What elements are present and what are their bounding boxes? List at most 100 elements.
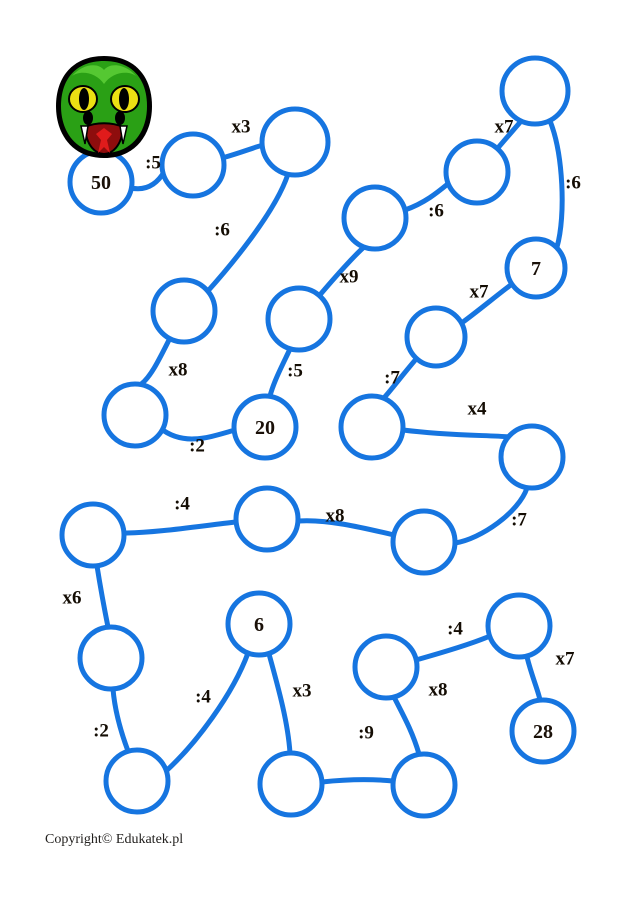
node-circle[interactable] — [499, 55, 571, 127]
chain-node-blank[interactable] — [499, 55, 571, 127]
chain-link — [413, 633, 493, 663]
chain-link — [128, 169, 167, 192]
operation-label: x7 — [495, 117, 515, 138]
node-circle[interactable] — [404, 305, 468, 369]
operation-label: :7 — [384, 368, 400, 389]
chain-link — [157, 425, 238, 442]
chain-node-blank[interactable] — [341, 184, 409, 252]
node-circle[interactable] — [352, 633, 420, 701]
node-value: 20 — [255, 417, 275, 439]
snake-fang-left — [80, 125, 89, 145]
node-circle[interactable] — [341, 184, 409, 252]
chain-node-blank[interactable] — [352, 633, 420, 701]
chain-link — [267, 346, 293, 399]
chain-link — [391, 694, 422, 757]
chain-node-filled[interactable]: 20 — [231, 393, 299, 461]
node-circle[interactable] — [233, 485, 301, 553]
node-circle[interactable] — [225, 590, 293, 658]
chain-node-filled[interactable]: 7 — [504, 236, 568, 300]
node-circle[interactable] — [498, 423, 566, 491]
chain-link — [94, 563, 111, 630]
chain-node-blank[interactable] — [404, 305, 468, 369]
node-value: 6 — [254, 614, 264, 636]
operation-label: :7 — [511, 510, 527, 531]
chain-node-blank[interactable] — [443, 138, 511, 206]
snake-head-icon — [52, 54, 156, 164]
operation-label: :4 — [195, 687, 211, 708]
chain-node-blank[interactable] — [498, 423, 566, 491]
operation-label: :9 — [358, 723, 374, 744]
chain-node-blank[interactable] — [338, 393, 406, 461]
chain-node-filled[interactable]: 6 — [225, 590, 293, 658]
chain-node-blank[interactable] — [101, 381, 169, 449]
node-circle[interactable] — [259, 106, 331, 178]
node-circle[interactable] — [77, 624, 145, 692]
chain-link — [121, 519, 239, 536]
node-circle[interactable] — [485, 592, 553, 660]
chain-link — [110, 686, 131, 754]
chain-link — [295, 518, 397, 538]
snake-brow-highlight — [72, 65, 136, 84]
node-circle[interactable] — [150, 277, 218, 345]
chain-link — [452, 485, 530, 546]
chain-node-blank[interactable] — [59, 501, 127, 569]
operation-label: x8 — [326, 506, 345, 527]
node-circle[interactable] — [101, 381, 169, 449]
node-value: 50 — [91, 172, 111, 194]
chain-node-blank[interactable] — [257, 750, 325, 818]
snake-nostril-right — [115, 111, 125, 125]
node-circle[interactable] — [338, 393, 406, 461]
node-circle[interactable] — [390, 751, 458, 819]
operation-label: :6 — [214, 220, 230, 241]
chain-node-blank[interactable] — [390, 508, 458, 576]
node-circle[interactable] — [59, 501, 127, 569]
operation-label: x3 — [232, 117, 251, 138]
copyright-text: Copyright© Edukatek.pl — [45, 832, 184, 847]
chain-link — [137, 335, 173, 388]
chain-node-blank[interactable] — [265, 285, 333, 353]
node-circle[interactable] — [231, 393, 299, 461]
node-circle[interactable] — [509, 697, 577, 765]
operation-label: x6 — [63, 588, 82, 609]
node-circle[interactable] — [159, 131, 227, 199]
chain-node-blank[interactable] — [150, 277, 218, 345]
operation-label: x7 — [556, 649, 576, 670]
operation-label: :2 — [189, 436, 205, 457]
operation-label: :6 — [565, 173, 581, 194]
chain-node-blank[interactable] — [77, 624, 145, 692]
chain-node-blank[interactable] — [233, 485, 301, 553]
node-circle[interactable] — [103, 747, 171, 815]
chain-node-filled[interactable]: 28 — [509, 697, 577, 765]
operation-label: :2 — [93, 721, 109, 742]
chain-link — [219, 142, 266, 161]
operation-label: x8 — [169, 360, 188, 381]
chain-node-blank[interactable] — [259, 106, 331, 178]
chain-link — [400, 427, 513, 440]
node-circle[interactable] — [504, 236, 568, 300]
snake-pupil-left — [79, 88, 89, 110]
node-value: 7 — [531, 258, 541, 280]
node-circle[interactable] — [265, 285, 333, 353]
chain-node-blank[interactable] — [485, 592, 553, 660]
chain-link — [266, 651, 293, 756]
node-circle[interactable] — [257, 750, 325, 818]
operation-label: :6 — [428, 201, 444, 222]
chain-node-blank[interactable] — [390, 751, 458, 819]
chain-node-blank[interactable] — [103, 747, 171, 815]
snake-pupil-right — [119, 88, 129, 110]
snake-head-graphic — [56, 56, 152, 158]
operation-label: x3 — [293, 681, 312, 702]
node-circle[interactable] — [390, 508, 458, 576]
nodes-layer: 50 20 7 6 28 — [59, 55, 577, 819]
links-layer — [94, 117, 565, 785]
node-circle[interactable] — [443, 138, 511, 206]
chain-link — [547, 118, 565, 250]
operation-label: x7 — [470, 282, 490, 303]
chain-node-blank[interactable] — [159, 131, 227, 199]
snake-nostril-left — [83, 111, 93, 125]
chain-link — [460, 281, 515, 325]
chain-link — [204, 171, 291, 295]
operation-label: :5 — [287, 361, 303, 382]
